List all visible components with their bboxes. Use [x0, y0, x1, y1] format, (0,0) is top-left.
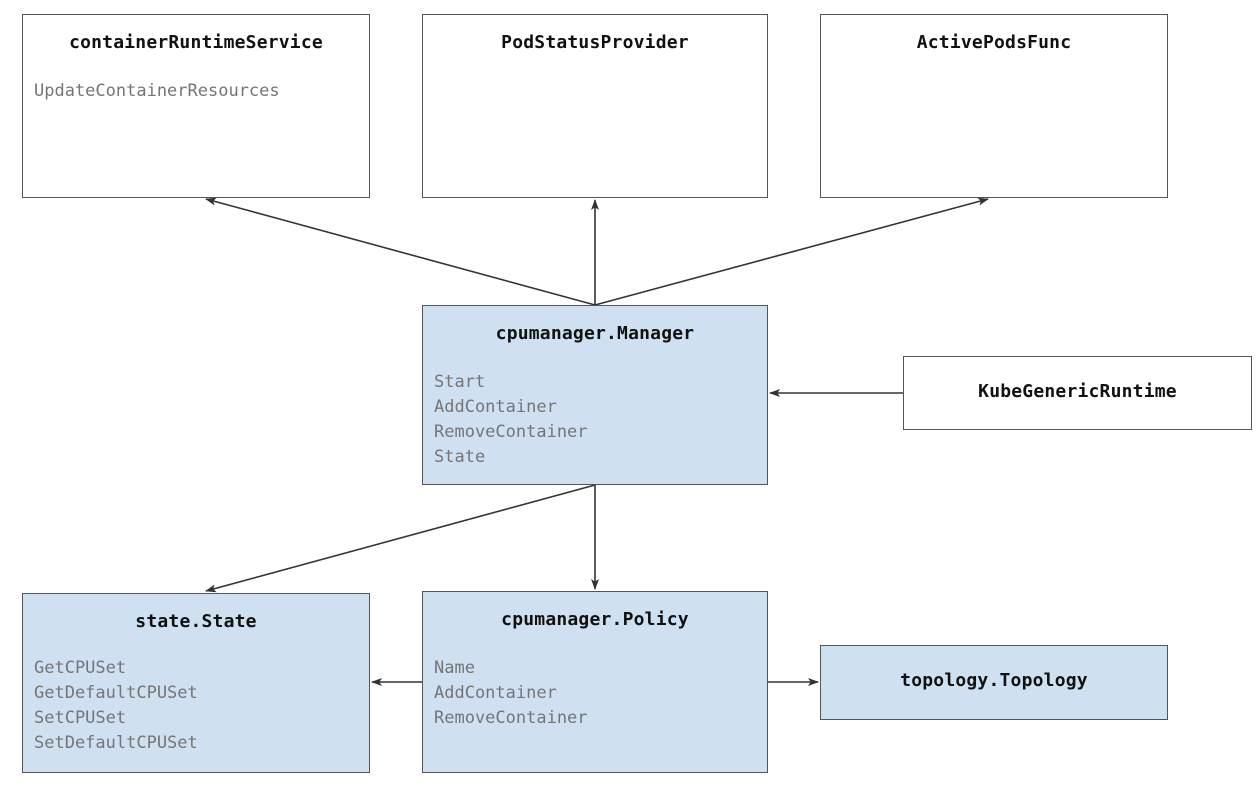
member-item: UpdateContainerResources [34, 81, 280, 101]
edge-manager-to-containerruntimeservice [205, 197, 596, 306]
node-topology-topology[interactable]: topology.Topology [820, 645, 1168, 720]
node-podstatusprovider[interactable]: PodStatusProvider [422, 14, 768, 198]
node-kubegenericruntime[interactable]: KubeGenericRuntime [903, 356, 1252, 430]
node-title-containerruntimeservice: containerRuntimeService [69, 32, 323, 53]
member-item: SetCPUSet [34, 708, 127, 728]
member-item: Start [434, 372, 486, 392]
node-title-kubegenericruntime: KubeGenericRuntime [978, 381, 1177, 402]
node-title-cpumanager-policy: cpumanager.Policy [501, 609, 689, 630]
member-item: AddContainer [434, 683, 557, 703]
node-cpumanager-manager[interactable]: cpumanager.Manager Start AddContainer Re… [422, 305, 768, 485]
node-title-podstatusprovider: PodStatusProvider [501, 32, 689, 53]
node-state-state[interactable]: state.State GetCPUSet GetDefaultCPUSet S… [22, 593, 370, 773]
node-cpumanager-policy[interactable]: cpumanager.Policy Name AddContainer Remo… [422, 591, 768, 773]
member-item: GetDefaultCPUSet [34, 683, 198, 703]
node-title-state-state: state.State [135, 611, 257, 632]
node-containerruntimeservice[interactable]: containerRuntimeService UpdateContainerR… [22, 14, 370, 198]
member-item: GetCPUSet [34, 658, 127, 678]
edge-manager-to-statestate [205, 484, 596, 593]
member-item: SetDefaultCPUSet [34, 733, 198, 753]
node-title-activepodsfunc: ActivePodsFunc [916, 32, 1072, 53]
node-members-cpumanager-policy: Name AddContainer RemoveContainer [423, 656, 767, 731]
member-item: AddContainer [434, 397, 557, 417]
member-item: Name [434, 658, 475, 678]
node-members-state-state: GetCPUSet GetDefaultCPUSet SetCPUSet Set… [23, 656, 369, 756]
member-item: State [434, 447, 486, 467]
member-item: RemoveContainer [434, 422, 588, 442]
node-activepodsfunc[interactable]: ActivePodsFunc [820, 14, 1168, 198]
node-members-cpumanager-manager: Start AddContainer RemoveContainer State [423, 370, 767, 470]
node-title-topology-topology: topology.Topology [900, 670, 1088, 691]
node-title-cpumanager-manager: cpumanager.Manager [495, 323, 695, 344]
member-item: RemoveContainer [434, 708, 588, 728]
edge-manager-to-activepodsfunc [594, 197, 989, 306]
node-members-containerruntimeservice: UpdateContainerResources [23, 79, 369, 104]
